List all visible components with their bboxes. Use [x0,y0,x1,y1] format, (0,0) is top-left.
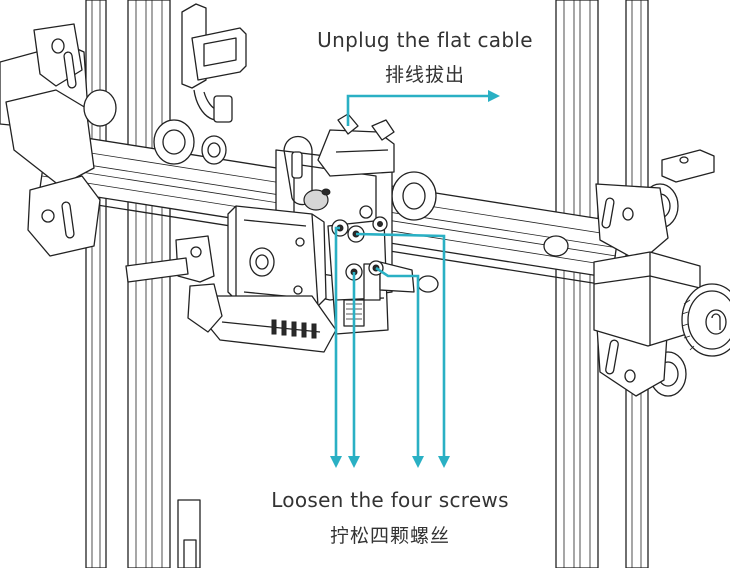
screw-callout-4 [355,232,450,468]
screw-callout-1 [330,226,342,468]
right-tensioner-plate [593,183,701,397]
cable-clip [317,113,395,177]
loosen-screws-label-en: Loosen the four screws [271,488,509,512]
left-vertical-rail [127,0,171,568]
screw-callout-3 [375,266,424,468]
screw-callout-2 [348,272,360,468]
loosen-screws-label-zh: 拧松四颗螺丝 [329,525,450,547]
unplug-cable-label-en: Unplug the flat cable [317,28,533,52]
stepper-motor [227,205,327,307]
cable-bracket [181,3,247,123]
upper-screws [359,205,388,232]
fan-duct [125,235,215,283]
tension-knob [681,283,730,357]
left-tensioner-plate [0,23,101,257]
left-back-rail [85,0,107,568]
cable-sleeve [177,499,201,568]
right-top-fixture [661,149,715,183]
unplug-cable-label-zh: 排线拔出 [384,64,465,86]
right-vertical-rail [555,0,599,568]
flat-cable-callout [346,90,500,126]
extruder-gear [303,188,331,211]
left-rollers [83,89,227,165]
heat-block-shroud [187,283,337,353]
